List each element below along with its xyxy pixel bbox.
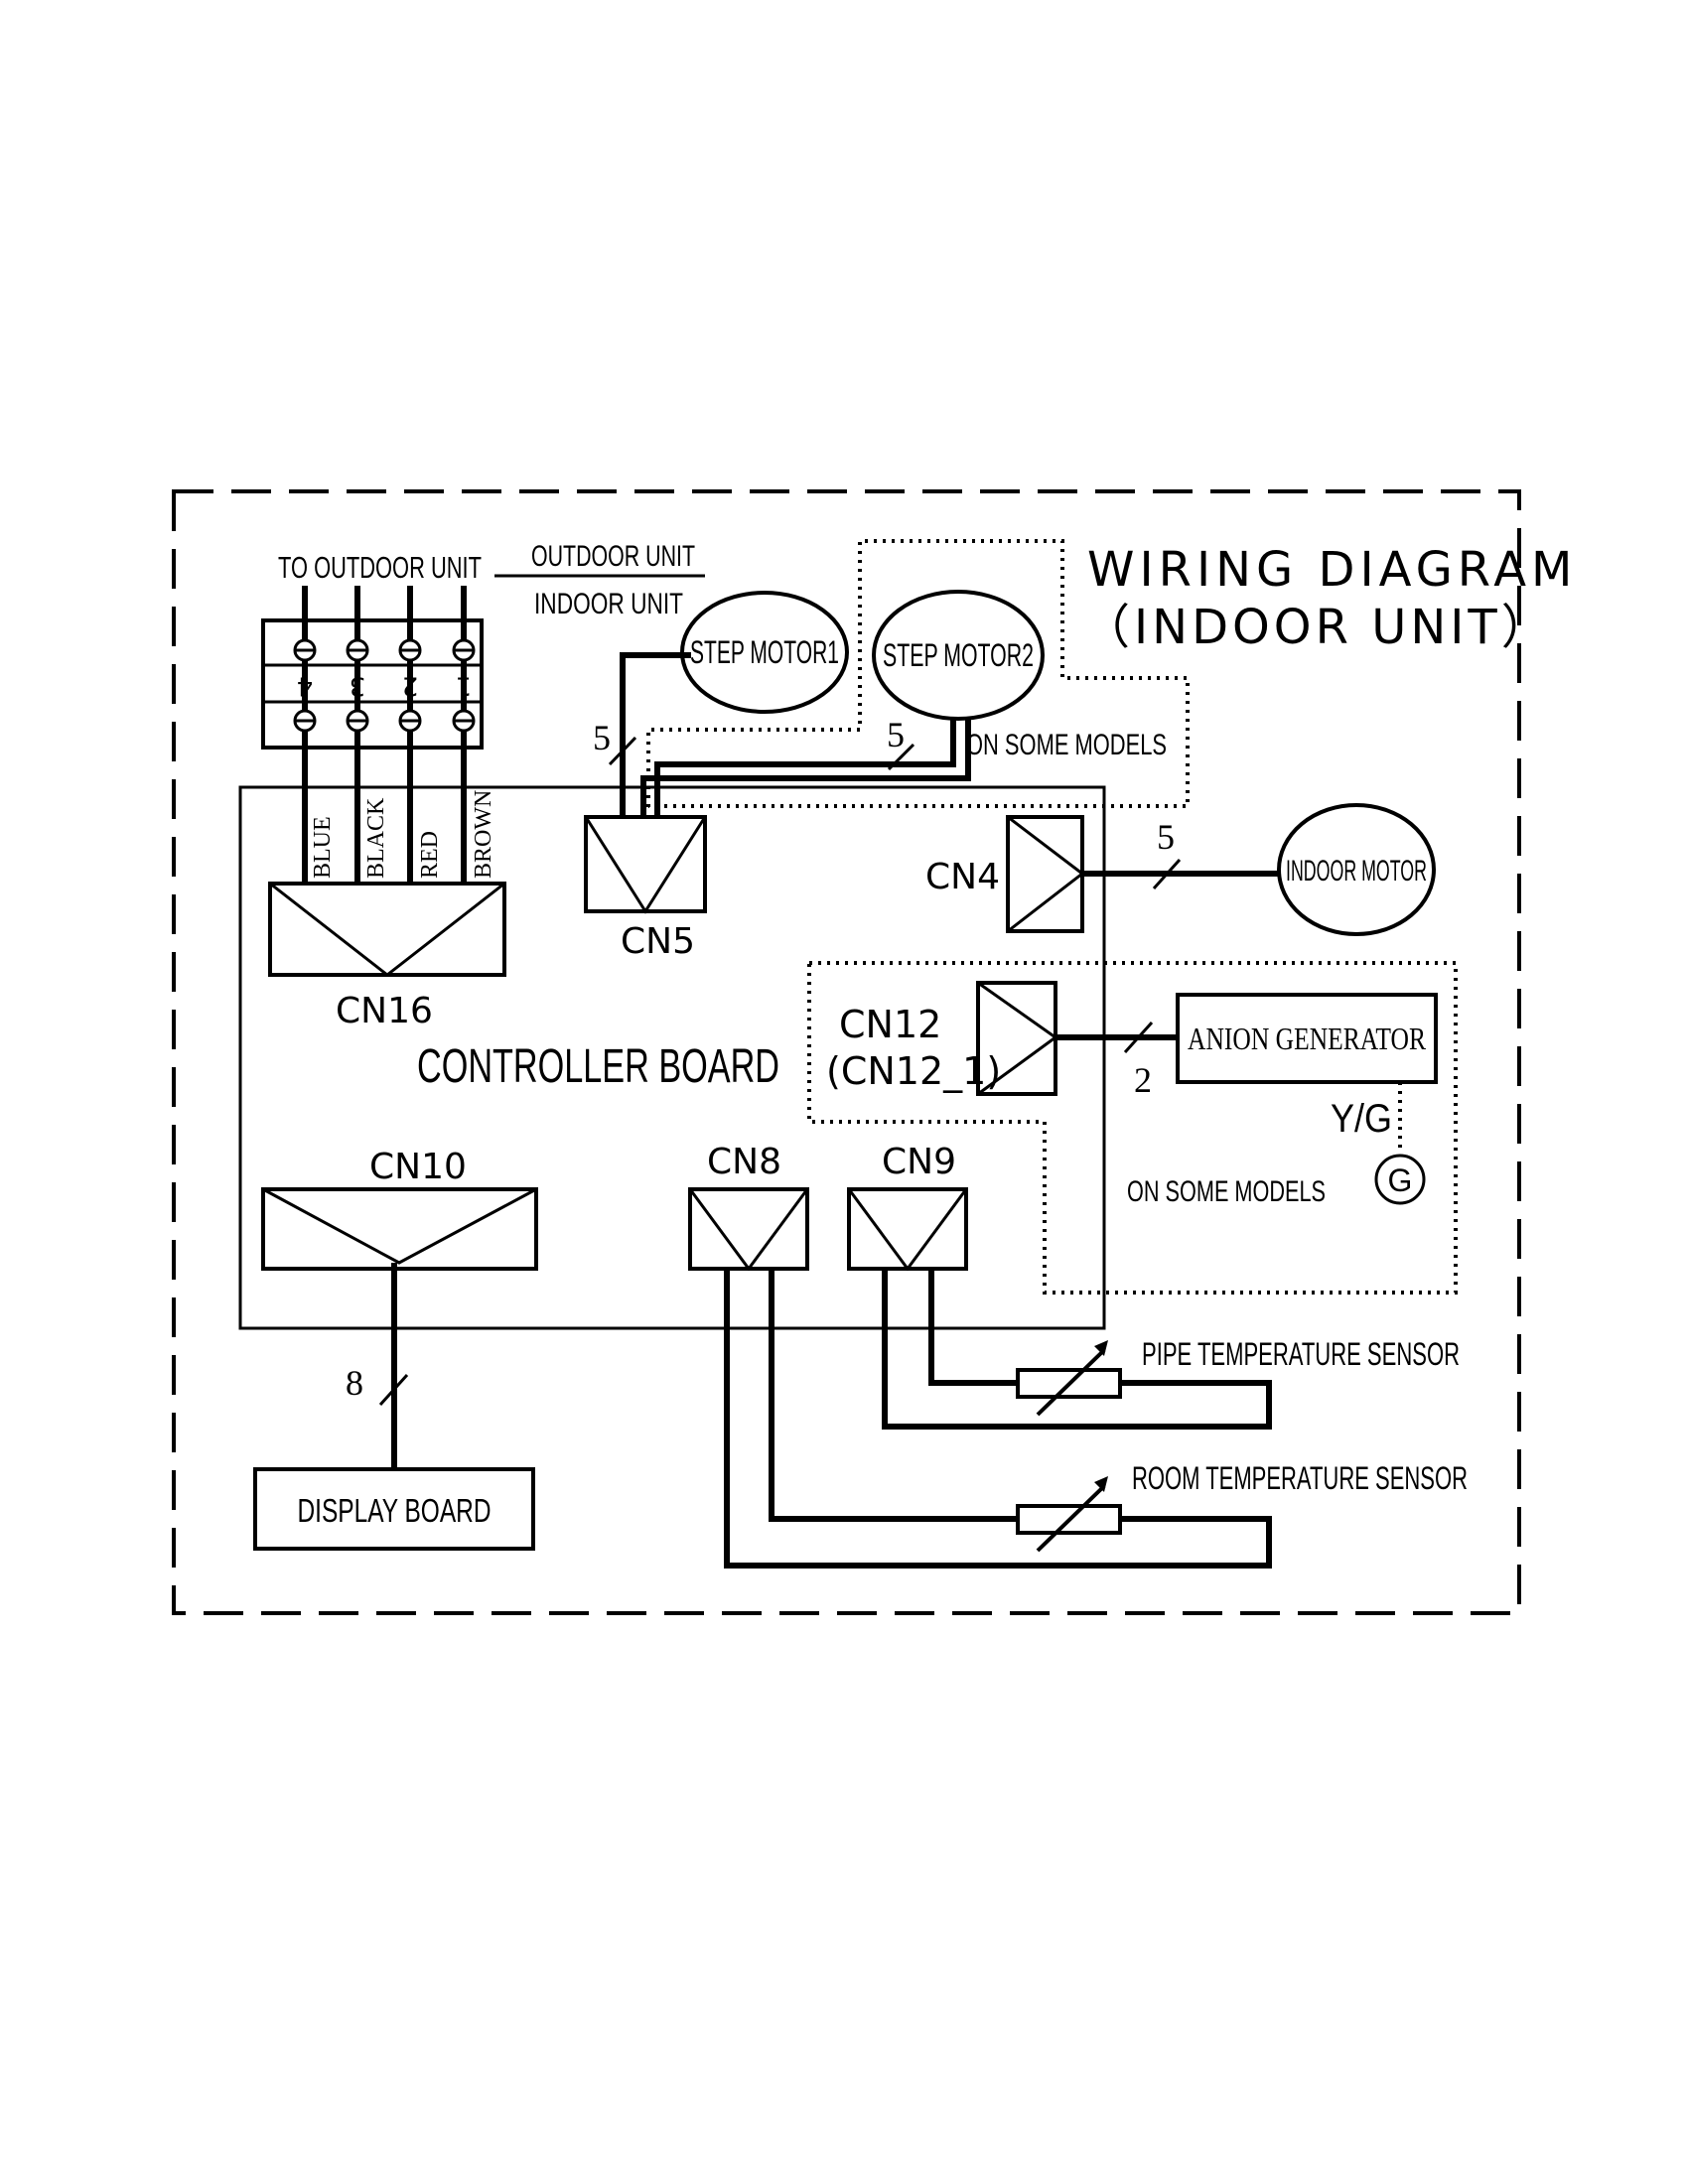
indoor-motor-wire-tick — [1152, 858, 1182, 890]
room-temperature-sensor — [1016, 1476, 1122, 1553]
pipe-sensor-label: PIPE TEMPERATURE SENSOR — [1142, 1336, 1460, 1372]
cn10-label: CN10 — [369, 1147, 467, 1187]
optional-region-step-motor2 — [646, 539, 1190, 808]
cn4-connector — [1006, 815, 1085, 933]
diagram-subtitle: （INDOOR UNIT） — [1082, 600, 1553, 655]
terminal-number-4: 4 — [297, 671, 314, 701]
outer-dashed-border — [172, 489, 1521, 1615]
wire-color-red: RED — [417, 831, 443, 879]
terminal-number-1: 1 — [456, 671, 473, 701]
optional-note-upper: ON SOME MODELS — [966, 729, 1167, 761]
indoor-motor — [1277, 803, 1436, 936]
step-motor1-wire-a — [620, 652, 691, 817]
indoor-motor-wire-count: 5 — [1157, 817, 1175, 857]
cn12-connector — [976, 981, 1058, 1096]
cn5-connector — [584, 815, 707, 914]
ground-wire-label: Y/G — [1331, 1097, 1392, 1141]
step-motor2-wire-count: 5 — [887, 715, 905, 754]
terminal-wires — [302, 586, 467, 884]
cn4-label: CN4 — [925, 857, 1000, 897]
wire-color-blue: BLUE — [310, 816, 336, 879]
controller-board-label: CONTROLLER BOARD — [417, 1040, 779, 1093]
ground-symbol: G — [1388, 1162, 1413, 1198]
ground-icon — [1374, 1154, 1426, 1205]
cn16-connector — [268, 882, 506, 977]
optional-note-lower: ON SOME MODELS — [1127, 1175, 1326, 1208]
step-motor2-label: STEP MOTOR2 — [883, 637, 1034, 673]
cn12-label: CN12 — [839, 1003, 941, 1046]
display-board-label: DISPLAY BOARD — [298, 1492, 492, 1529]
step-motor2 — [872, 590, 1045, 721]
cn12-alt-label: (CN12_1) — [826, 1049, 1001, 1093]
pipe-sensor-wire-b — [882, 1269, 1272, 1430]
terminal-block — [261, 618, 484, 750]
anion-generator-label: ANION GENERATOR — [1188, 1021, 1427, 1056]
terminal-number-2: 2 — [402, 671, 419, 701]
diagram-title: WIRING DIAGRAM — [1087, 542, 1577, 598]
room-sensor-wire-a — [769, 1269, 1018, 1522]
step-motor1-wire-tick — [608, 736, 637, 766]
display-board-wire-count: 8 — [346, 1363, 363, 1403]
room-sensor-wire-b — [724, 1269, 1272, 1569]
display-board — [253, 1467, 535, 1551]
pipe-temperature-sensor — [1016, 1340, 1122, 1417]
room-sensor-label: ROOM TEMPERATURE SENSOR — [1132, 1460, 1468, 1496]
step-motor1-label: STEP MOTOR1 — [690, 634, 839, 670]
cn10-connector — [261, 1187, 538, 1271]
step-motor2-wire-tick — [887, 743, 915, 771]
indoor-unit-label: INDOOR UNIT — [534, 588, 683, 620]
step-motor1-wire-b — [654, 720, 956, 817]
cn8-label: CN8 — [707, 1142, 781, 1182]
anion-wire-count: 2 — [1134, 1060, 1152, 1100]
indoor-motor-label: INDOOR MOTOR — [1286, 855, 1427, 887]
pipe-sensor-wire-a — [928, 1269, 1018, 1386]
controller-board-outline — [238, 785, 1106, 1330]
anion-wire-tick — [1123, 1021, 1154, 1054]
display-board-wire-tick — [378, 1373, 409, 1407]
outdoor-unit-label: OUTDOOR UNIT — [531, 540, 695, 573]
step-motor1-wire-count: 5 — [593, 718, 611, 757]
to-outdoor-unit-label: TO OUTDOOR UNIT — [278, 550, 482, 585]
cn9-connector — [847, 1187, 968, 1272]
cn5-label: CN5 — [621, 921, 695, 962]
cn16-label: CN16 — [336, 991, 433, 1031]
terminal-number-3: 3 — [350, 671, 366, 701]
wire-color-brown: BROWN — [471, 790, 496, 879]
anion-generator — [1176, 993, 1438, 1084]
cn9-label: CN9 — [882, 1142, 956, 1182]
step-motor2-wire — [640, 717, 971, 817]
cn8-connector — [688, 1187, 809, 1272]
wire-color-black: BLACK — [363, 797, 389, 879]
terminal-screws — [293, 638, 476, 733]
optional-region-anion — [807, 961, 1458, 1295]
